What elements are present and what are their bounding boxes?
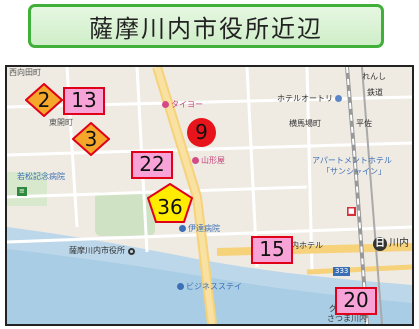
bank-icon: ≡ — [17, 187, 27, 196]
label-station: 川内 — [389, 238, 409, 249]
city-hall-icon — [128, 248, 135, 255]
label-yamagataya: 山形屋 — [192, 157, 225, 165]
convenience-store-icon: ■ — [347, 207, 356, 216]
shop-icon — [162, 101, 169, 108]
label-taiyo: タイヨー — [162, 101, 203, 109]
map-view[interactable]: 西向田町 東開町 若松記念病院 タイヨー ホテルオートリ れんし 鉄道 横馬場町… — [5, 65, 414, 326]
label-nishimukaida: 西向田町 — [9, 68, 41, 77]
marker-13[interactable]: 13 — [63, 87, 105, 115]
map-base — [7, 67, 412, 324]
label-heisei: 平佐 — [356, 119, 372, 128]
hotel-icon — [177, 283, 184, 290]
label-yokomachi: 横馬場町 — [289, 119, 321, 128]
label-sunshine: 「サンシャイン」 — [322, 167, 386, 176]
label-apartment-hotel: アパートメントホテル — [312, 156, 392, 165]
label-tokiwa: 東開町 — [49, 118, 73, 127]
label-satsuma-sendai: さつま川内 — [327, 314, 367, 323]
shop-icon — [192, 157, 199, 164]
marker-22[interactable]: 22 — [131, 151, 173, 179]
label-ito-hospital: 伊達病院 — [179, 225, 220, 233]
label-renshi: れんし — [362, 72, 386, 81]
hotel-icon — [335, 95, 342, 102]
label-tetsudo: 鉄道 — [367, 88, 383, 97]
page-title: 薩摩川内市役所近辺 — [89, 14, 323, 43]
title-banner: 薩摩川内市役所近辺 — [28, 4, 384, 48]
route-shield: 333 — [333, 267, 351, 276]
marker-9[interactable]: 9 — [187, 118, 216, 147]
label-wakamatsu-hospital: 若松記念病院 — [17, 172, 65, 181]
label-business-stay: ビジネスステイ — [177, 283, 242, 291]
marker-20[interactable]: 20 — [335, 287, 377, 315]
marker-3[interactable]: 3 — [72, 122, 110, 156]
label-naihotel: 内ホテル — [291, 241, 323, 250]
label-city-hall: 薩摩川内市役所 — [69, 247, 135, 255]
marker-2[interactable]: 2 — [25, 83, 63, 117]
marker-15[interactable]: 15 — [251, 236, 293, 264]
marker-36[interactable]: 36 — [147, 183, 193, 223]
hospital-icon — [179, 225, 186, 232]
label-hotel-orati: ホテルオートリ — [277, 95, 344, 103]
station-icon: 日 — [373, 237, 387, 251]
